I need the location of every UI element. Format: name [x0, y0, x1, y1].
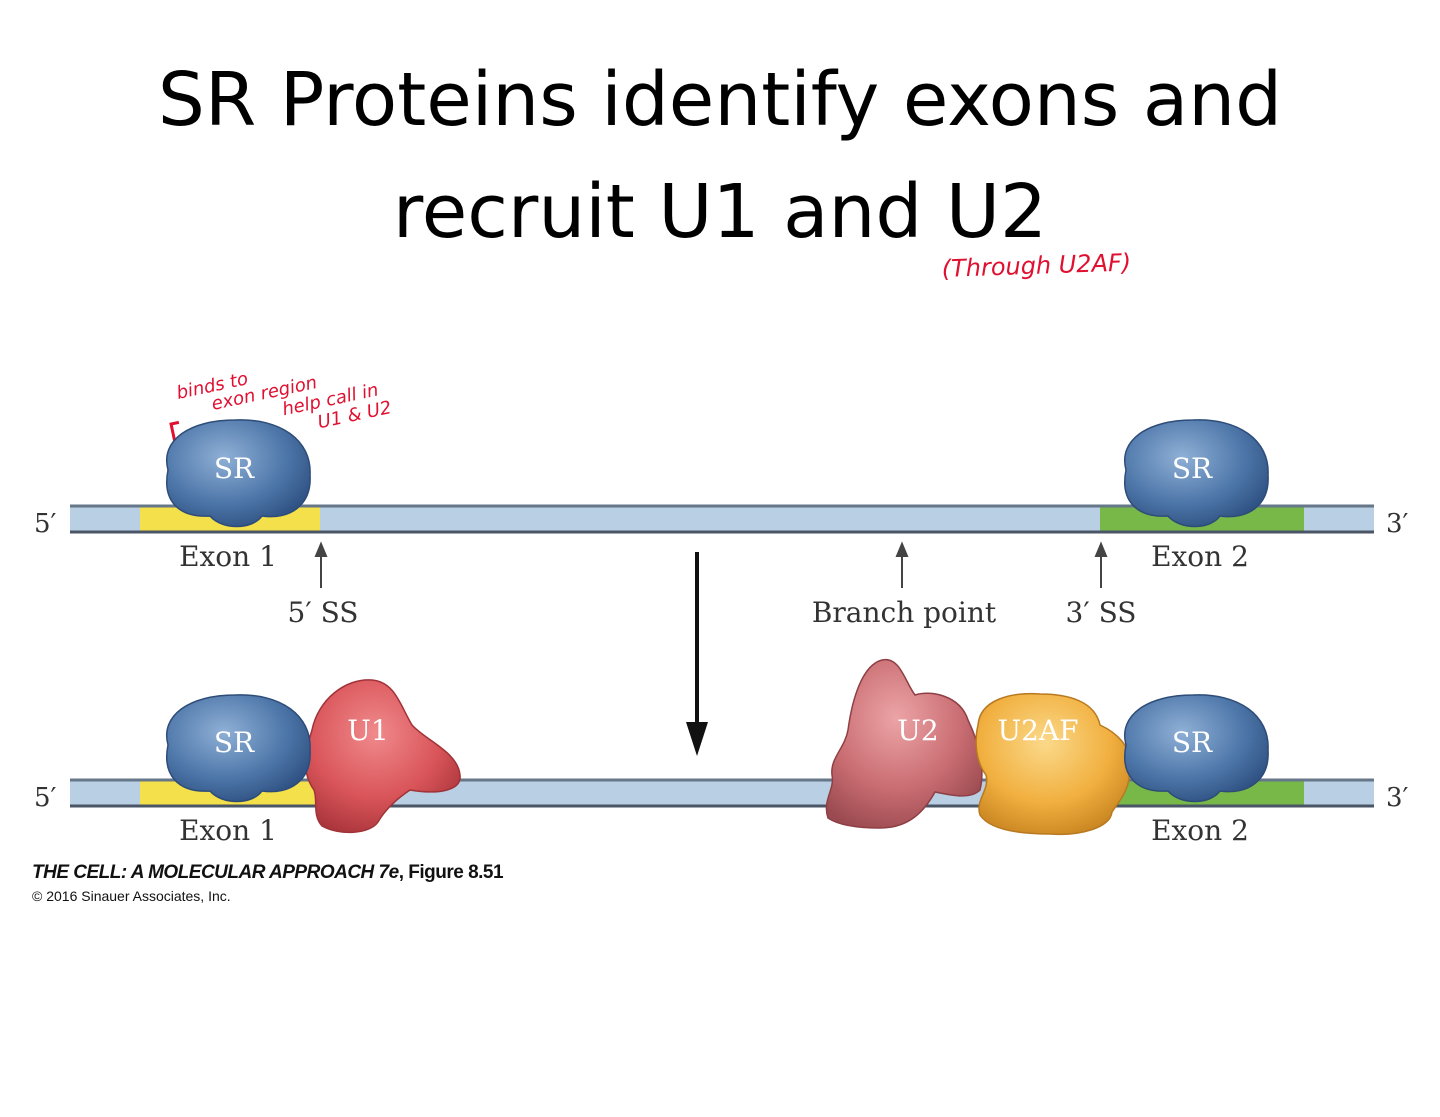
exon2-label-bottom: Exon 2 — [1151, 814, 1249, 847]
u1-snrnp: U1 — [304, 679, 461, 834]
u2af-shape — [975, 692, 1131, 836]
title-line-2: recruit U1 and U2 — [392, 169, 1048, 255]
branch-point-label: Branch point — [812, 596, 997, 629]
site-arrows — [314, 541, 1108, 588]
u2-shape — [825, 659, 983, 829]
arrowhead-5ss — [314, 541, 328, 557]
sr-protein-bottom-left: SR — [165, 694, 311, 803]
u2-label: U2 — [897, 714, 938, 747]
annotation-through-u2af: (Through U2AF) — [941, 248, 1131, 283]
sr-protein-bottom-right: SR — [1123, 694, 1269, 803]
sr-label: SR — [1172, 452, 1213, 485]
u1-shape — [304, 679, 461, 834]
three-prime-label-top: 3′ — [1386, 509, 1409, 539]
sr-shape — [1123, 419, 1269, 528]
figure-credit: THE CELL: A MOLECULAR APPROACH 7e, Figur… — [32, 862, 504, 904]
credit-book: THE CELL: A MOLECULAR APPROACH 7e — [32, 862, 399, 883]
sr-protein-top-left: SR — [165, 419, 311, 528]
exon1-label-bottom: Exon 1 — [179, 814, 277, 847]
slide-title: SR Proteins identify exons and recruit U… — [0, 44, 1440, 268]
transition-arrow — [686, 552, 708, 756]
u2-snrnp: U2 — [825, 659, 983, 829]
credit-figure: , Figure 8.51 — [398, 862, 504, 883]
u2af-protein: U2AF — [975, 692, 1131, 836]
three-ss-label: 3′ SS — [1066, 596, 1137, 629]
arrowhead-3ss — [1094, 541, 1108, 557]
three-prime-label-bottom: 3′ — [1386, 783, 1409, 813]
five-prime-label-top: 5′ — [34, 509, 57, 539]
annotation-bracket — [169, 420, 180, 444]
transition-arrow-head — [686, 722, 708, 756]
sr-label: SR — [214, 726, 255, 759]
five-ss-label: 5′ SS — [288, 596, 359, 629]
u2af-label: U2AF — [997, 714, 1078, 747]
sr-shape — [165, 694, 311, 803]
title-line-1: SR Proteins identify exons and — [157, 57, 1283, 143]
credit-source: THE CELL: A MOLECULAR APPROACH 7e, Figur… — [32, 862, 504, 884]
sr-shape — [1123, 694, 1269, 803]
sr-shape — [165, 419, 311, 528]
exon2-label-top: Exon 2 — [1151, 540, 1249, 573]
arrowhead-branch — [895, 541, 909, 557]
credit-copyright: © 2016 Sinauer Associates, Inc. — [32, 888, 231, 904]
five-prime-label-bottom: 5′ — [34, 783, 57, 813]
exon1-label-top: Exon 1 — [179, 540, 277, 573]
sr-label: SR — [214, 452, 255, 485]
sr-label: SR — [1172, 726, 1213, 759]
sr-protein-top-right: SR — [1123, 419, 1269, 528]
u1-label: U1 — [347, 714, 388, 747]
